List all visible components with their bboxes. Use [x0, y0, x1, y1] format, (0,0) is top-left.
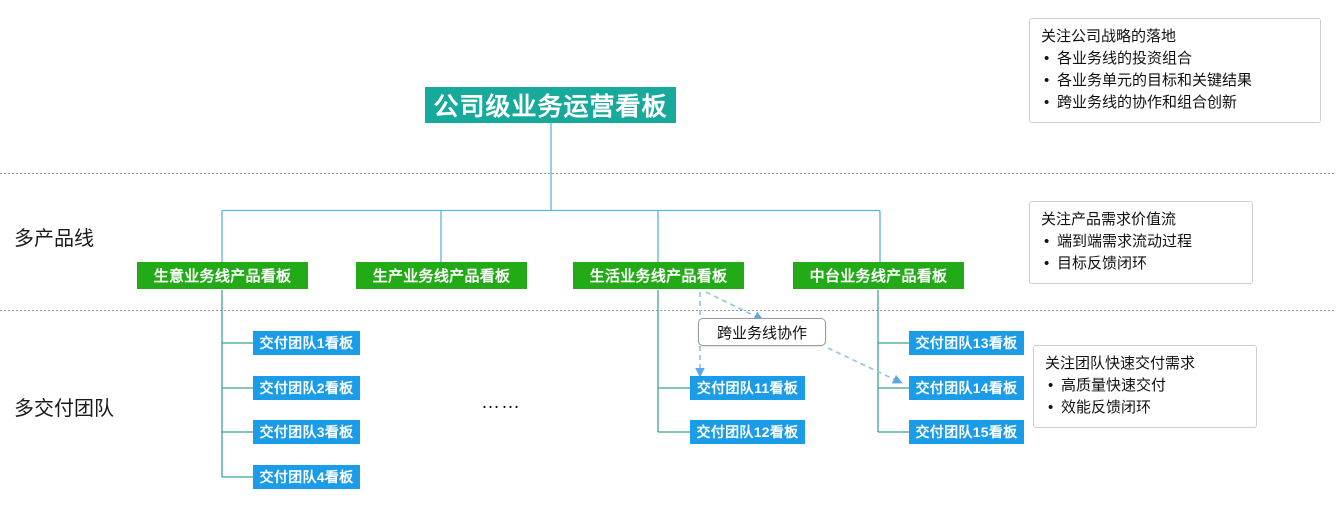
node-delivery-team-15[interactable]: 交付团队15看板: [909, 420, 1024, 444]
annotation-bullet: 端到端需求流动过程: [1044, 231, 1242, 253]
node-delivery-team-3[interactable]: 交付团队3看板: [253, 420, 360, 444]
node-delivery-team-13[interactable]: 交付团队13看板: [909, 331, 1024, 355]
annotation-bullet: 跨业务线的协作和组合创新: [1044, 92, 1310, 114]
node-label: 交付团队11看板: [696, 380, 799, 396]
node-label: 交付团队15看板: [915, 424, 1018, 440]
annotation-bullet: 各业务线的投资组合: [1044, 48, 1310, 70]
annotation-bullet: 目标反馈闭环: [1044, 253, 1242, 275]
node-delivery-team-1[interactable]: 交付团队1看板: [253, 331, 360, 355]
annotation-heading: 关注公司战略的落地: [1041, 28, 1177, 45]
node-label: 中台业务线产品看板: [809, 268, 948, 285]
node-delivery-team-4[interactable]: 交付团队4看板: [253, 465, 360, 489]
node-label: 生活业务线产品看板: [589, 268, 728, 285]
annotation-card-team-delivery: 关注团队快速交付需求 高质量快速交付 效能反馈闭环: [1033, 345, 1257, 428]
annotation-bullet: 各业务单元的目标和关键结果: [1044, 70, 1310, 92]
node-label: 公司级业务运营看板: [433, 93, 668, 121]
annotation-bullet-list: 各业务线的投资组合 各业务单元的目标和关键结果 跨业务线的协作和组合创新: [1041, 48, 1310, 114]
node-delivery-team-2[interactable]: 交付团队2看板: [253, 376, 360, 400]
node-label: 交付团队2看板: [259, 380, 354, 396]
row-label-delivery-teams: 多交付团队: [14, 398, 114, 420]
node-label: 交付团队13看板: [915, 335, 1018, 351]
annotation-bullet: 高质量快速交付: [1048, 375, 1246, 397]
ellipsis-more-teams: ……: [481, 392, 521, 413]
node-delivery-team-14[interactable]: 交付团队14看板: [909, 376, 1024, 400]
collaboration-arrows: [695, 291, 903, 384]
branch-connector-4: [877, 290, 909, 433]
branch-connector-1: [221, 290, 253, 478]
callout-cross-line-collaboration[interactable]: 跨业务线协作: [698, 318, 826, 346]
node-label: 交付团队4看板: [259, 469, 354, 485]
callout-label: 跨业务线协作: [716, 323, 807, 342]
annotation-bullet-list: 端到端需求流动过程 目标反馈闭环: [1041, 231, 1242, 275]
node-label: 交付团队14看板: [915, 380, 1018, 396]
node-label: 交付团队1看板: [259, 335, 354, 351]
node-label: 生意业务线产品看板: [153, 268, 292, 285]
node-label: 交付团队3看板: [259, 424, 354, 440]
node-label: 生产业务线产品看板: [372, 268, 511, 285]
node-label: 交付团队12看板: [696, 424, 799, 440]
annotation-card-value-stream: 关注产品需求价值流 端到端需求流动过程 目标反馈闭环: [1029, 201, 1253, 284]
row-label-product-lines: 多产品线: [14, 228, 94, 250]
annotation-heading: 关注产品需求价值流: [1041, 211, 1177, 228]
annotation-card-strategy: 关注公司战略的落地 各业务线的投资组合 各业务单元的目标和关键结果 跨业务线的协…: [1029, 18, 1321, 123]
trunk-connector: [221, 123, 881, 262]
node-product-line-4[interactable]: 中台业务线产品看板: [793, 262, 964, 289]
node-delivery-team-12[interactable]: 交付团队12看板: [690, 420, 805, 444]
node-delivery-team-11[interactable]: 交付团队11看板: [690, 376, 805, 400]
annotation-bullet: 效能反馈闭环: [1048, 397, 1246, 419]
node-product-line-1[interactable]: 生意业务线产品看板: [137, 262, 308, 289]
branch-connector-3: [657, 290, 690, 433]
node-product-line-3[interactable]: 生活业务线产品看板: [573, 262, 744, 289]
annotation-heading: 关注团队快速交付需求: [1045, 355, 1196, 372]
annotation-bullet-list: 高质量快速交付 效能反馈闭环: [1045, 375, 1246, 419]
node-company-dashboard[interactable]: 公司级业务运营看板: [425, 87, 676, 123]
node-product-line-2[interactable]: 生产业务线产品看板: [356, 262, 527, 289]
